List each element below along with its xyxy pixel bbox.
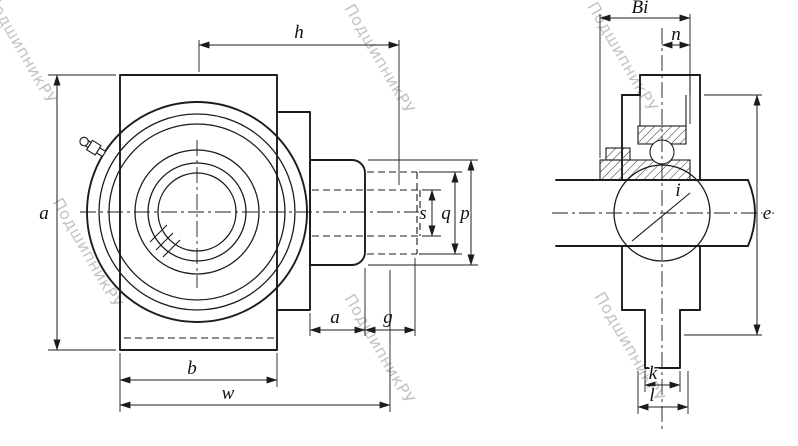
dim-label-b: b [187,358,197,379]
dim-label-a-bottom: a [330,307,340,328]
dimension-i: i [674,179,682,203]
dim-label-l: l [649,385,654,406]
dim-label-e: e [763,203,771,224]
dimension-b: b [119,353,278,412]
dimension-e: e [684,94,773,336]
dim-label-g: g [383,307,393,328]
thread-mark [155,232,174,251]
circle [98,113,296,311]
dimension-w: w [119,270,391,412]
dimension-a-left: a [38,74,116,351]
dim-label-q: q [441,203,451,224]
dimension-p: p [368,159,478,266]
front-hidden-lines [124,171,421,339]
front-housing-outline [119,74,366,351]
dim-label-p: p [458,203,470,224]
thread-mark [162,239,181,258]
housing-body [119,74,278,351]
dim-label-Bi: Bi [632,0,649,18]
dim-label-n: n [671,24,681,45]
inner-ring-section [599,159,691,181]
sphere-diameter-leader [631,192,691,242]
dim-label-a-left: a [39,203,49,224]
dim-label-w: w [222,383,235,404]
tongue [644,309,681,369]
slide-block [309,159,366,266]
dimension-k: k [644,362,681,392]
fitting-dome [79,136,89,147]
front-view: a h s q p [38,21,478,412]
front-center-lines [80,140,424,288]
dim-label-k: k [649,363,658,384]
dimension-h: h [198,21,400,185]
dimension-q: q [419,171,462,255]
dim-label-i: i [675,180,680,201]
side-housing-outline [621,74,701,369]
bearing-section [599,125,711,262]
dimension-Bi: Bi [599,0,691,158]
watermark-text: ПодшипникРУ [341,291,419,408]
dimension-n: n [661,23,691,49]
watermark-text: ПодшипникРУ [341,1,419,118]
dim-label-h: h [294,22,304,43]
dimension-s: s [418,189,441,237]
side-center-lines [552,28,774,430]
watermark-text: ПодшипникРУ [0,0,61,107]
dimension-l: l [637,371,689,414]
watermarks: ПодшипникРУ ПодшипникРУ ПодшипникРУ Подш… [0,0,669,407]
watermark-text: ПодшипникРУ [591,289,669,406]
grease-fitting [79,136,107,158]
thread-mark [149,224,168,243]
side-view: Bi n i e k l [552,0,774,430]
dim-label-s: s [419,203,426,224]
dimension-g: g [364,258,416,336]
set-screw [605,147,631,161]
dimension-a-bottom: a [309,268,366,336]
